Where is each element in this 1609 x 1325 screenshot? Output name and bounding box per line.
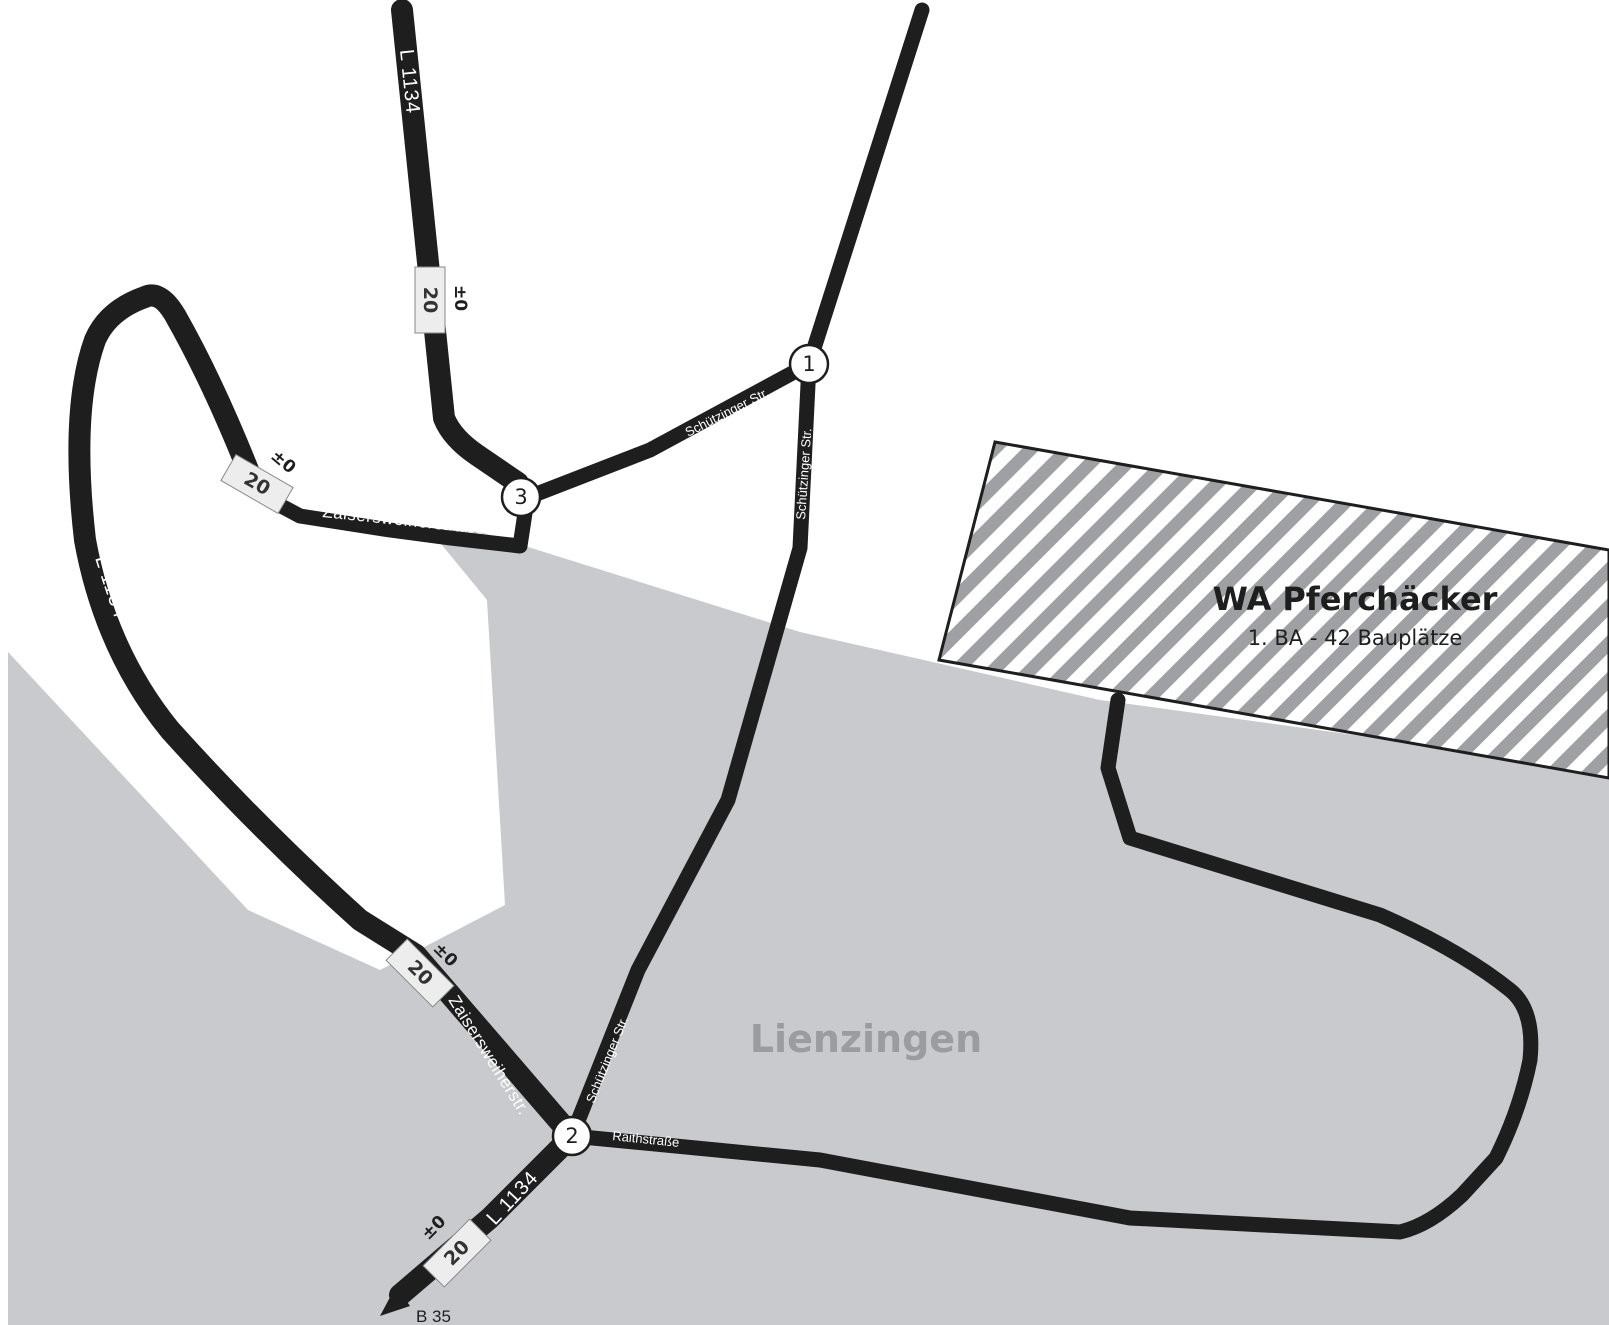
speed-sign-north: 20 ±0	[414, 266, 470, 334]
svg-text:20: 20	[419, 287, 441, 313]
urban-area	[8, 528, 1609, 1325]
development-area[interactable]	[937, 440, 1609, 780]
road-schuetzinger-ne[interactable]	[801, 2, 930, 372]
development-subtitle: 1. BA - 42 Bauplätze	[1248, 626, 1463, 650]
label-l1134-north: L 1134	[395, 48, 424, 115]
road-l1134-west[interactable]	[68, 284, 583, 1147]
junction-2[interactable]: 2	[551, 1115, 593, 1157]
svg-text:2: 2	[565, 1124, 578, 1148]
label-schuetzinger-mid: Schützinger Str.	[793, 428, 814, 521]
destination-label: B 35	[416, 1307, 451, 1325]
road-schuetzinger-mid[interactable]	[513, 356, 817, 508]
svg-text:±0: ±0	[450, 285, 470, 311]
svg-text:±0: ±0	[267, 446, 300, 478]
development-title: WA Pferchäcker	[1213, 580, 1498, 618]
junction-1[interactable]: 1	[788, 343, 830, 385]
direction-arrow-icon	[380, 1286, 410, 1316]
road-l1134-north[interactable]	[391, 0, 529, 494]
svg-text:1: 1	[802, 352, 815, 376]
label-raithstrasse: Raithstraße	[612, 1128, 680, 1150]
label-schuetzinger-ne: Schützinger Str.	[683, 385, 772, 440]
road-raithstrasse[interactable]	[564, 692, 1539, 1240]
svg-text:3: 3	[514, 485, 527, 509]
junction-3[interactable]: 3	[500, 476, 542, 518]
road-zaisersweiher-north[interactable]	[262, 492, 535, 554]
road-schuetzinger-south[interactable]	[564, 356, 817, 1144]
town-label: Lienzingen	[750, 1017, 982, 1061]
development-hatch	[937, 440, 1609, 780]
